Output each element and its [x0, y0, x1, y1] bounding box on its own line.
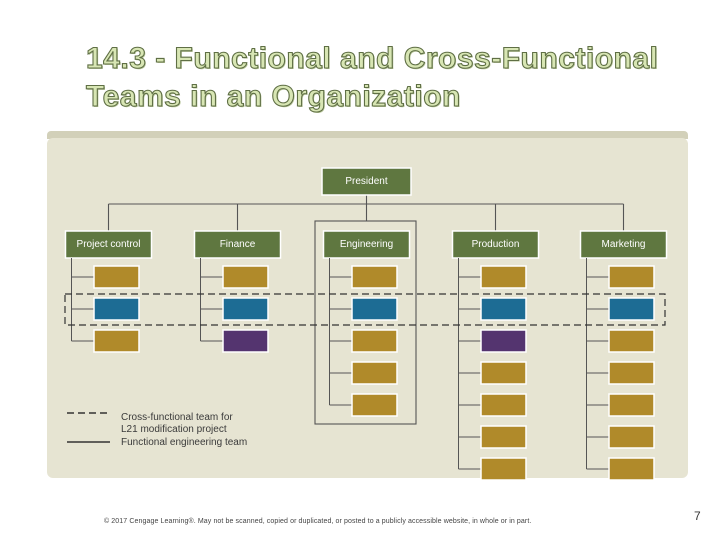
diagram-panel-header [47, 131, 688, 139]
unit-box-production-4 [480, 361, 527, 385]
unit-box-engineering-3 [351, 329, 398, 353]
unit-box-production-2 [480, 297, 527, 321]
slide-title: 14.3 - Functional and Cross-Functional T… [85, 40, 706, 116]
unit-box-marketing-5 [608, 393, 655, 417]
unit-box-project-control-1 [93, 265, 140, 289]
unit-box-production-5 [480, 393, 527, 417]
department-label-production: Production [471, 239, 520, 250]
unit-box-marketing-2 [608, 297, 655, 321]
unit-box-finance-3 [222, 329, 269, 353]
department-box-production [451, 230, 540, 259]
unit-box-finance-2 [222, 297, 269, 321]
unit-box-engineering-4 [351, 361, 398, 385]
department-box-finance [193, 230, 282, 259]
functional-engineering-team-outline [314, 220, 417, 425]
department-label-engineering: Engineering [339, 239, 394, 250]
legend-functional-label: Functional engineering team [121, 437, 248, 448]
slide-title-line-2: Teams in an Organization [85, 79, 461, 113]
president-box [321, 167, 412, 196]
unit-box-engineering-2 [351, 297, 398, 321]
cross-functional-team-outline [64, 293, 666, 326]
legend-cross-functional-line-2: L21 modification project [121, 424, 227, 435]
page-number: 7 [694, 509, 701, 523]
department-label-project-control: Project control [76, 239, 141, 250]
department-label-finance: Finance [219, 239, 256, 250]
unit-box-finance-1 [222, 265, 269, 289]
unit-box-marketing-4 [608, 361, 655, 385]
unit-box-marketing-7 [608, 457, 655, 481]
unit-box-production-3 [480, 329, 527, 353]
unit-box-marketing-6 [608, 425, 655, 449]
unit-box-marketing-1 [608, 265, 655, 289]
unit-box-production-7 [480, 457, 527, 481]
department-box-marketing [579, 230, 668, 259]
department-box-engineering [322, 230, 411, 259]
unit-box-project-control-3 [93, 329, 140, 353]
unit-box-engineering-5 [351, 393, 398, 417]
unit-box-production-6 [480, 425, 527, 449]
slide-title-line-1: 14.3 - Functional and Cross-Functional [85, 41, 659, 75]
unit-box-marketing-3 [608, 329, 655, 353]
unit-box-production-1 [480, 265, 527, 289]
legend-cross-functional-label: Cross-functional team for L21 modificati… [121, 412, 233, 436]
unit-box-project-control-2 [93, 297, 140, 321]
department-label-marketing: Marketing [601, 239, 646, 250]
unit-box-engineering-1 [351, 265, 398, 289]
president-label: President [345, 176, 388, 187]
department-box-project-control [64, 230, 153, 259]
legend-cross-functional-line-1: Cross-functional team for [121, 412, 233, 423]
copyright-footer: © 2017 Cengage Learning®. May not be sca… [104, 518, 532, 525]
